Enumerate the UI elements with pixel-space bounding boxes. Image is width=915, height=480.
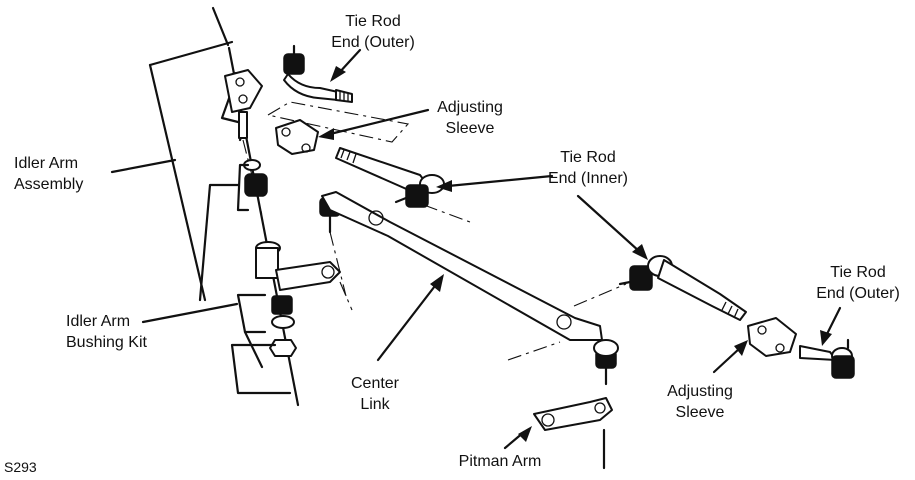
- label-adjusting-sleeve-bottom-1: Adjusting: [667, 383, 733, 400]
- label-tie-rod-end-inner-1: Tie Rod: [560, 149, 615, 166]
- label-tie-rod-end-inner-2: End (Inner): [548, 170, 628, 187]
- idler-arm-assembly-bracket: [220, 69, 263, 216]
- tie-rod-inner-right: [618, 255, 747, 321]
- label-adjusting-sleeve-top-1: Adjusting: [437, 99, 503, 116]
- center-lines: [329, 204, 627, 361]
- adjusting-sleeve-bottom: [747, 317, 797, 357]
- tie-rod-end-outer-top: [283, 44, 353, 103]
- label-adjusting-sleeve-top-2: Sleeve: [446, 120, 495, 137]
- label-center-link-2: Link: [360, 396, 390, 413]
- phantom-outline: [266, 101, 410, 143]
- label-center-link-1: Center: [351, 375, 400, 392]
- figure-code: S293: [4, 459, 37, 475]
- label-idler-arm-assembly-1: Idler Arm: [14, 155, 78, 172]
- label-tie-rod-end-outer-right-2: End (Outer): [816, 285, 900, 302]
- label-idler-arm-bushing-kit-2: Bushing Kit: [66, 334, 147, 351]
- pitman-arm: [533, 397, 613, 470]
- label-brackets: [198, 163, 292, 395]
- leader-lines: [110, 48, 842, 450]
- tie-rod-end-outer-right: [799, 338, 855, 379]
- label-tie-rod-end-outer-top-1: Tie Rod: [345, 13, 400, 30]
- label-tie-rod-end-outer-right-1: Tie Rod: [830, 264, 885, 281]
- label-adjusting-sleeve-bottom-2: Sleeve: [676, 404, 725, 421]
- labels: Tie Rod End (Outer) Adjusting Sleeve Idl…: [4, 13, 900, 475]
- tie-rod-inner-upper: [335, 147, 445, 208]
- bushing-stack: [243, 159, 353, 357]
- label-idler-arm-bushing-kit-1: Idler Arm: [66, 313, 130, 330]
- center-link: [319, 191, 619, 386]
- label-pitman-arm: Pitman Arm: [459, 453, 542, 470]
- label-tie-rod-end-outer-top-2: End (Outer): [331, 34, 415, 51]
- label-idler-arm-assembly-2: Assembly: [14, 176, 83, 193]
- adjusting-sleeve-top: [275, 119, 319, 155]
